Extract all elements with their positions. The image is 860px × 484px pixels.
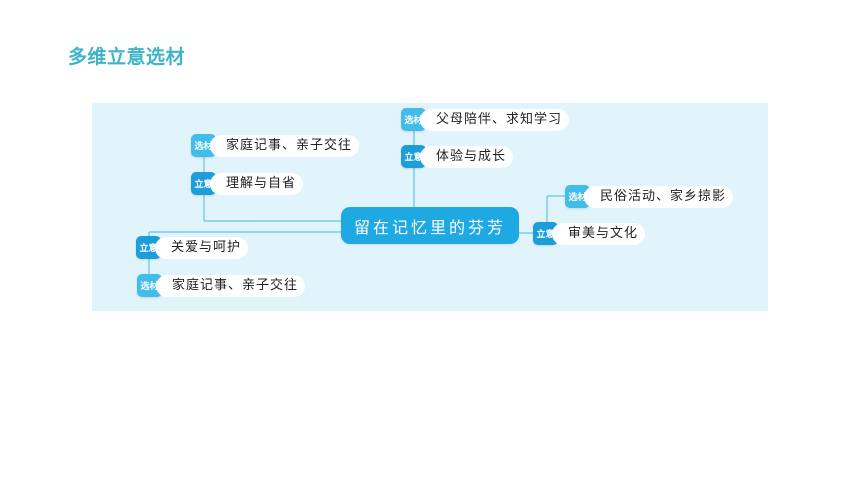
tag-material-lower-left: 选材 <box>137 274 162 297</box>
tag-material-upper-left: 选材 <box>191 134 216 157</box>
leaf-theme-right: 审美与文化 <box>552 223 646 245</box>
tag-theme-upper-left: 立意 <box>191 172 216 195</box>
tag-theme-top: 立意 <box>401 145 426 168</box>
leaf-material-upper-left: 家庭记事、亲子交往 <box>210 135 360 157</box>
leaf-theme-top: 体验与成长 <box>420 146 514 168</box>
tag-theme-lower-left: 立意 <box>136 236 161 259</box>
tag-material-right: 选材 <box>565 185 590 208</box>
leaf-material-top: 父母陪伴、求知学习 <box>420 109 570 131</box>
mind-map-panel: 留在记忆里的芬芳 选材 父母陪伴、求知学习 立意 体验与成长 选材 家庭记事、亲… <box>92 103 768 311</box>
tag-material-top: 选材 <box>401 108 426 131</box>
leaf-material-lower-left: 家庭记事、亲子交往 <box>156 275 306 297</box>
leaf-material-right: 民俗活动、家乡掠影 <box>584 186 734 208</box>
leaf-theme-lower-left: 关爱与呵护 <box>155 237 249 259</box>
tag-theme-right: 立意 <box>533 222 558 245</box>
page-title: 多维立意选材 <box>68 46 186 68</box>
leaf-theme-upper-left: 理解与自省 <box>210 173 304 195</box>
center-topic-node: 留在记忆里的芬芳 <box>341 207 519 244</box>
